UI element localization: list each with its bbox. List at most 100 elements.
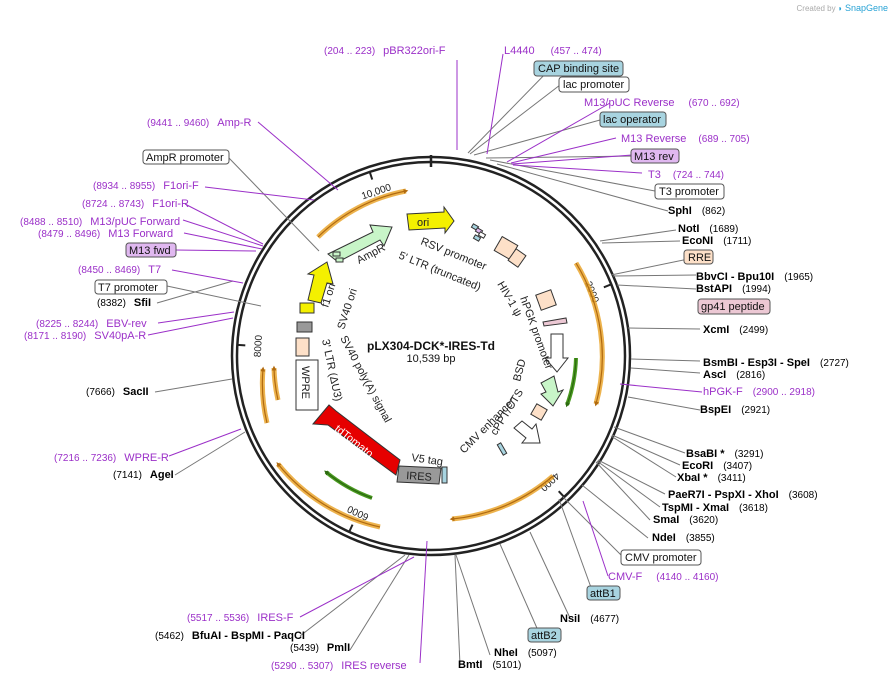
ampr-name: Amp-R	[217, 117, 251, 129]
iresf-pos: (5517 .. 5536)	[187, 613, 249, 624]
enz-paer7i: PaeR7I - PspXI - XhoI	[668, 489, 779, 501]
svg-text:BstAPI(1994): BstAPI(1994)	[696, 283, 771, 295]
wprer-pos: (7216 .. 7236)	[54, 453, 116, 464]
svg-text:(5439)PmlI: (5439)PmlI	[290, 642, 350, 654]
m13-rev-label: M13 rev	[634, 151, 674, 163]
attb2-label: attB2	[531, 630, 557, 642]
credit-text: Created by	[796, 4, 836, 13]
svg-text:XbaI *(3411): XbaI *(3411)	[677, 472, 746, 484]
enz-sacii-pos: (7666)	[86, 387, 115, 398]
enz-econi-pos: (1711)	[723, 236, 751, 247]
enz-bstapi: BstAPI	[696, 283, 732, 295]
svg-text:M13 Reverse(689 .. 705): M13 Reverse(689 .. 705)	[621, 133, 750, 145]
svg-text:BsaBI *(3291): BsaBI *(3291)	[686, 448, 763, 460]
label-cmv-enh: CMV enhancer	[458, 396, 519, 457]
tick-label: 8000	[253, 334, 265, 357]
svg-text:(8225 .. 8244)EBV-rev: (8225 .. 8244)EBV-rev	[36, 318, 147, 330]
lac-operator-tag	[599, 111, 667, 128]
attb-mark	[496, 442, 508, 456]
cap-site-tag	[533, 60, 624, 77]
enz-bmti: BmtI	[458, 659, 482, 671]
f1ori-arrow	[306, 261, 334, 304]
tdtomato-arrow	[311, 404, 401, 476]
enz-bfuai: BfuAI - BspMI - PaqCI	[192, 630, 305, 642]
top-small-features	[470, 223, 487, 242]
plasmid-size: 10,539 bp	[407, 353, 456, 365]
snapgene-credit: Created by ◗ SnapGene	[797, 3, 889, 13]
enz-econi: EcoNI	[682, 235, 713, 247]
svg-text:L4440(457 .. 474): L4440(457 .. 474)	[504, 45, 602, 57]
svg-text:(8488 .. 8510)M13/pUC Forward: (8488 .. 8510)M13/pUC Forward	[20, 216, 180, 228]
cmv-promoter-tag	[620, 549, 702, 566]
enz-sphi: SphI	[668, 205, 692, 217]
svg-text:NotI(1689): NotI(1689)	[678, 223, 738, 235]
arc-bottom	[451, 474, 555, 522]
svg-text:TspMI - XmaI(3618): TspMI - XmaI(3618)	[662, 502, 768, 514]
svg-text:(8934 .. 8955)F1ori-F: (8934 .. 8955)F1ori-F	[93, 180, 199, 192]
svg-text:(9441 .. 9460)Amp-R: (9441 .. 9460) Amp-R	[147, 117, 252, 129]
t7-pos: (8450 .. 8469)	[78, 265, 140, 276]
svg-text:BspEI(2921): BspEI (2921)	[700, 404, 770, 416]
enz-smai: SmaI	[653, 514, 679, 526]
cap-site-label: CAP binding site	[538, 63, 619, 75]
f1orif-pos: (8934 .. 8955)	[93, 181, 155, 192]
enz-noti-pos: (1689)	[709, 224, 738, 235]
green-arc-bottom	[324, 470, 373, 500]
enz-bsabi: BsaBI *	[686, 448, 725, 460]
m13puc-fwd-name: M13/pUC Forward	[90, 216, 180, 228]
cmvf-name: CMV-F	[608, 571, 643, 583]
m13puc-rev-name: M13/pUC Reverse	[584, 97, 674, 109]
enz-sacii: SacII	[123, 386, 149, 398]
svg-text:NdeI(3855): NdeI(3855)	[652, 532, 715, 544]
m13puc-rev-pos: (670 .. 692)	[688, 98, 739, 109]
svg-text:PaeR7I - PspXI - XhoI(3608): PaeR7I - PspXI - XhoI(3608)	[668, 489, 818, 501]
top-labels: (204 .. 223)pBR322ori-F L4440(457 .. 474…	[324, 45, 750, 200]
t3-pos: (724 .. 744)	[673, 170, 724, 181]
rre-tag	[683, 249, 714, 265]
ori-arrow	[406, 205, 455, 235]
ampr-pos: (9441 .. 9460)	[147, 118, 209, 129]
svg-text:(8450 .. 8469)T7: (8450 .. 8469)T7	[78, 264, 161, 276]
tick-mark	[603, 283, 612, 289]
enz-smai-pos: (3620)	[689, 515, 718, 526]
ampr-promoter-tag	[142, 149, 230, 165]
m13-forward-pos: (8479 .. 8496)	[38, 229, 100, 240]
svg-text:BmtI(5101): BmtI (5101)	[458, 659, 521, 671]
enz-asci-pos: (2816)	[736, 370, 765, 381]
right-labels: SphI(862) NotI(1689) EcoNI(1711) RRE Bbv…	[458, 205, 849, 671]
lac-promoter-label: lac promoter	[563, 79, 624, 91]
bsd-arrow	[540, 375, 565, 407]
enz-xbai-pos: (3411)	[718, 473, 746, 484]
label-v5: V5 tag	[411, 452, 444, 468]
enz-bfuai-pos: (5462)	[155, 631, 184, 642]
hpgkf-name: hPGK-F	[703, 386, 743, 398]
f1orir-pos: (8724 .. 8743)	[82, 199, 144, 210]
enz-sfii: SfiI	[134, 297, 151, 309]
enz-nhei: NheI	[494, 647, 518, 659]
enz-nsii-pos: (4677)	[590, 614, 619, 625]
label-sv40ori: SV40 ori	[335, 287, 359, 331]
enz-bmti-pos: (5101)	[492, 660, 521, 671]
sv40-pa-box	[295, 337, 310, 357]
ebvrev-name: EBV-rev	[106, 318, 147, 330]
ires-box	[396, 465, 442, 485]
m13-reverse-pos: (689 .. 705)	[698, 134, 749, 145]
brand-name: SnapGene	[844, 3, 888, 13]
t7-promoter-tag	[94, 279, 168, 295]
svg-text:AscI(2816): AscI(2816)	[703, 369, 765, 381]
left-small-features	[332, 251, 344, 263]
snapgene-logo-icon: ◗	[837, 4, 843, 13]
ltr-box	[507, 248, 527, 268]
t3-promoter-label: T3 promoter	[659, 186, 719, 198]
enz-bspei-pos: (2921)	[741, 405, 770, 416]
svg-text:XcmI(2499): XcmI(2499)	[703, 324, 768, 336]
svg-text:hPGK-F(2900 .. 2918): hPGK-F(2900 .. 2918)	[703, 386, 815, 398]
l4440-name: L4440	[504, 45, 535, 57]
sv40-ori-box	[299, 302, 315, 314]
enz-ecori-pos: (3407)	[723, 461, 752, 472]
label-wpre: WPRE	[299, 366, 311, 399]
ires-rev-pos: (5290 .. 5307)	[271, 661, 333, 672]
connector-lines	[147, 53, 703, 666]
enz-bspei: BspEI	[700, 404, 731, 416]
